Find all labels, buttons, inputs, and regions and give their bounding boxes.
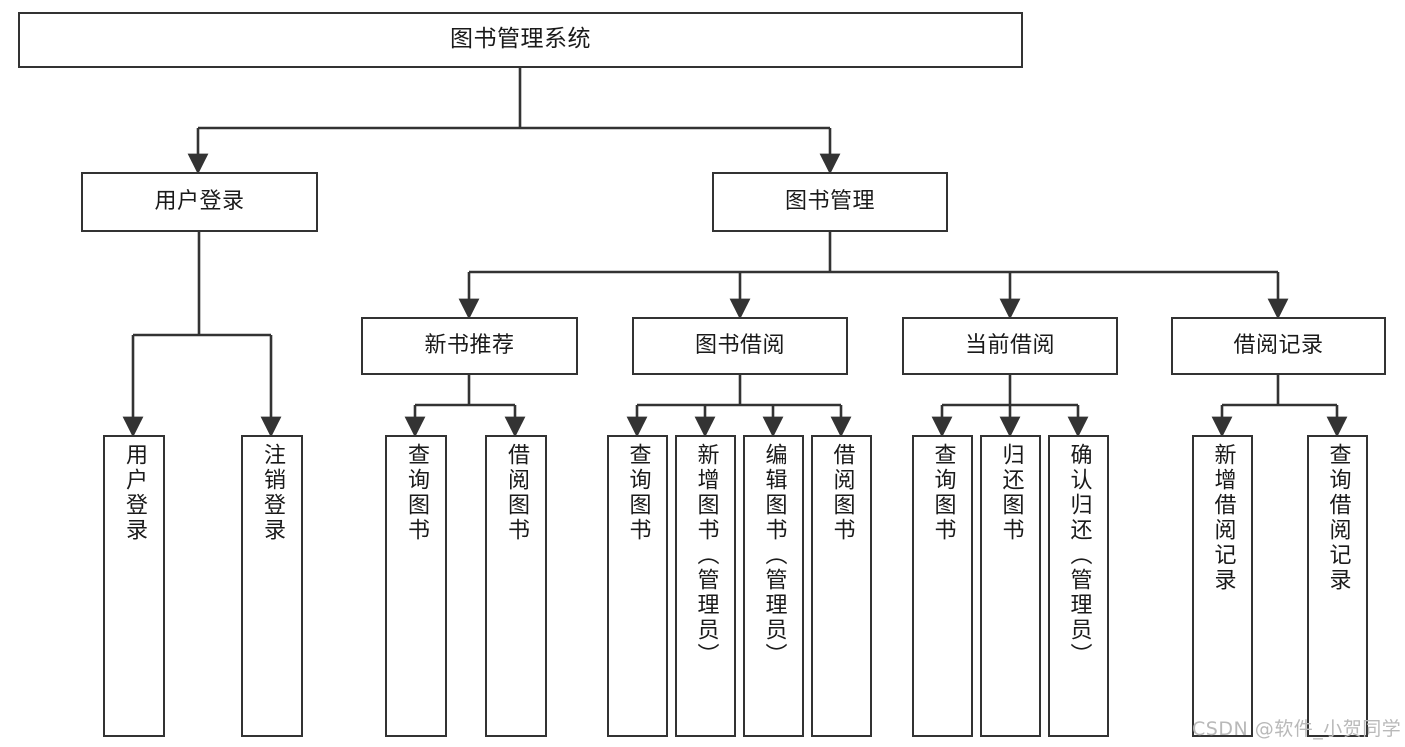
- node-current-borrowing[interactable]: 当前借阅: [902, 317, 1118, 375]
- leaf-borrow-query-book[interactable]: 查询图书: [607, 435, 668, 737]
- leaf-borrow-borrow-book[interactable]: 借阅图书: [811, 435, 872, 737]
- node-label: 查询图书: [625, 443, 651, 543]
- leaf-user-login-login[interactable]: 用户登录: [103, 435, 165, 737]
- leaf-current-confirm-return-admin[interactable]: 确认归还（管理员）: [1048, 435, 1109, 737]
- node-label: 新增图书（管理员）: [693, 443, 719, 668]
- leaf-new-book-borrow-book[interactable]: 借阅图书: [485, 435, 547, 737]
- leaf-records-add-record[interactable]: 新增借阅记录: [1192, 435, 1253, 737]
- node-label: 借阅图书: [503, 443, 529, 543]
- node-label: 用户登录: [121, 443, 147, 543]
- node-label: 编辑图书（管理员）: [761, 443, 787, 668]
- leaf-records-query-record[interactable]: 查询借阅记录: [1307, 435, 1368, 737]
- csdn-watermark: CSDN @软件_小贺同学: [1192, 718, 1402, 740]
- leaf-borrow-add-book-admin[interactable]: 新增图书（管理员）: [675, 435, 736, 737]
- leaf-current-query-book[interactable]: 查询图书: [912, 435, 973, 737]
- node-label: 用户登录: [154, 189, 245, 215]
- node-label: 查询图书: [403, 443, 429, 543]
- node-user-login[interactable]: 用户登录: [81, 172, 318, 232]
- node-label: 图书借阅: [694, 333, 785, 359]
- leaf-user-login-logout[interactable]: 注销登录: [241, 435, 303, 737]
- node-label: 查询图书: [930, 443, 956, 543]
- node-label: 借阅记录: [1233, 333, 1324, 359]
- node-borrowing-records[interactable]: 借阅记录: [1171, 317, 1386, 375]
- node-book-management[interactable]: 图书管理: [712, 172, 948, 232]
- node-root-book-management-system[interactable]: 图书管理系统: [18, 12, 1023, 68]
- node-label: 新增借阅记录: [1210, 443, 1236, 593]
- node-label: 图书管理系统: [450, 26, 591, 53]
- node-label: 借阅图书: [829, 443, 855, 543]
- node-label: 注销登录: [259, 443, 285, 543]
- node-book-borrowing[interactable]: 图书借阅: [632, 317, 848, 375]
- node-label: 归还图书: [998, 443, 1024, 543]
- node-label: 查询借阅记录: [1325, 443, 1351, 593]
- node-label: 图书管理: [784, 189, 875, 215]
- node-label: 确认归还（管理员）: [1066, 443, 1092, 668]
- node-label: 新书推荐: [424, 333, 515, 359]
- leaf-current-return-book[interactable]: 归还图书: [980, 435, 1041, 737]
- node-new-book-recommendation[interactable]: 新书推荐: [361, 317, 578, 375]
- leaf-borrow-edit-book-admin[interactable]: 编辑图书（管理员）: [743, 435, 804, 737]
- leaf-new-book-query-book[interactable]: 查询图书: [385, 435, 447, 737]
- node-label: 当前借阅: [964, 333, 1055, 359]
